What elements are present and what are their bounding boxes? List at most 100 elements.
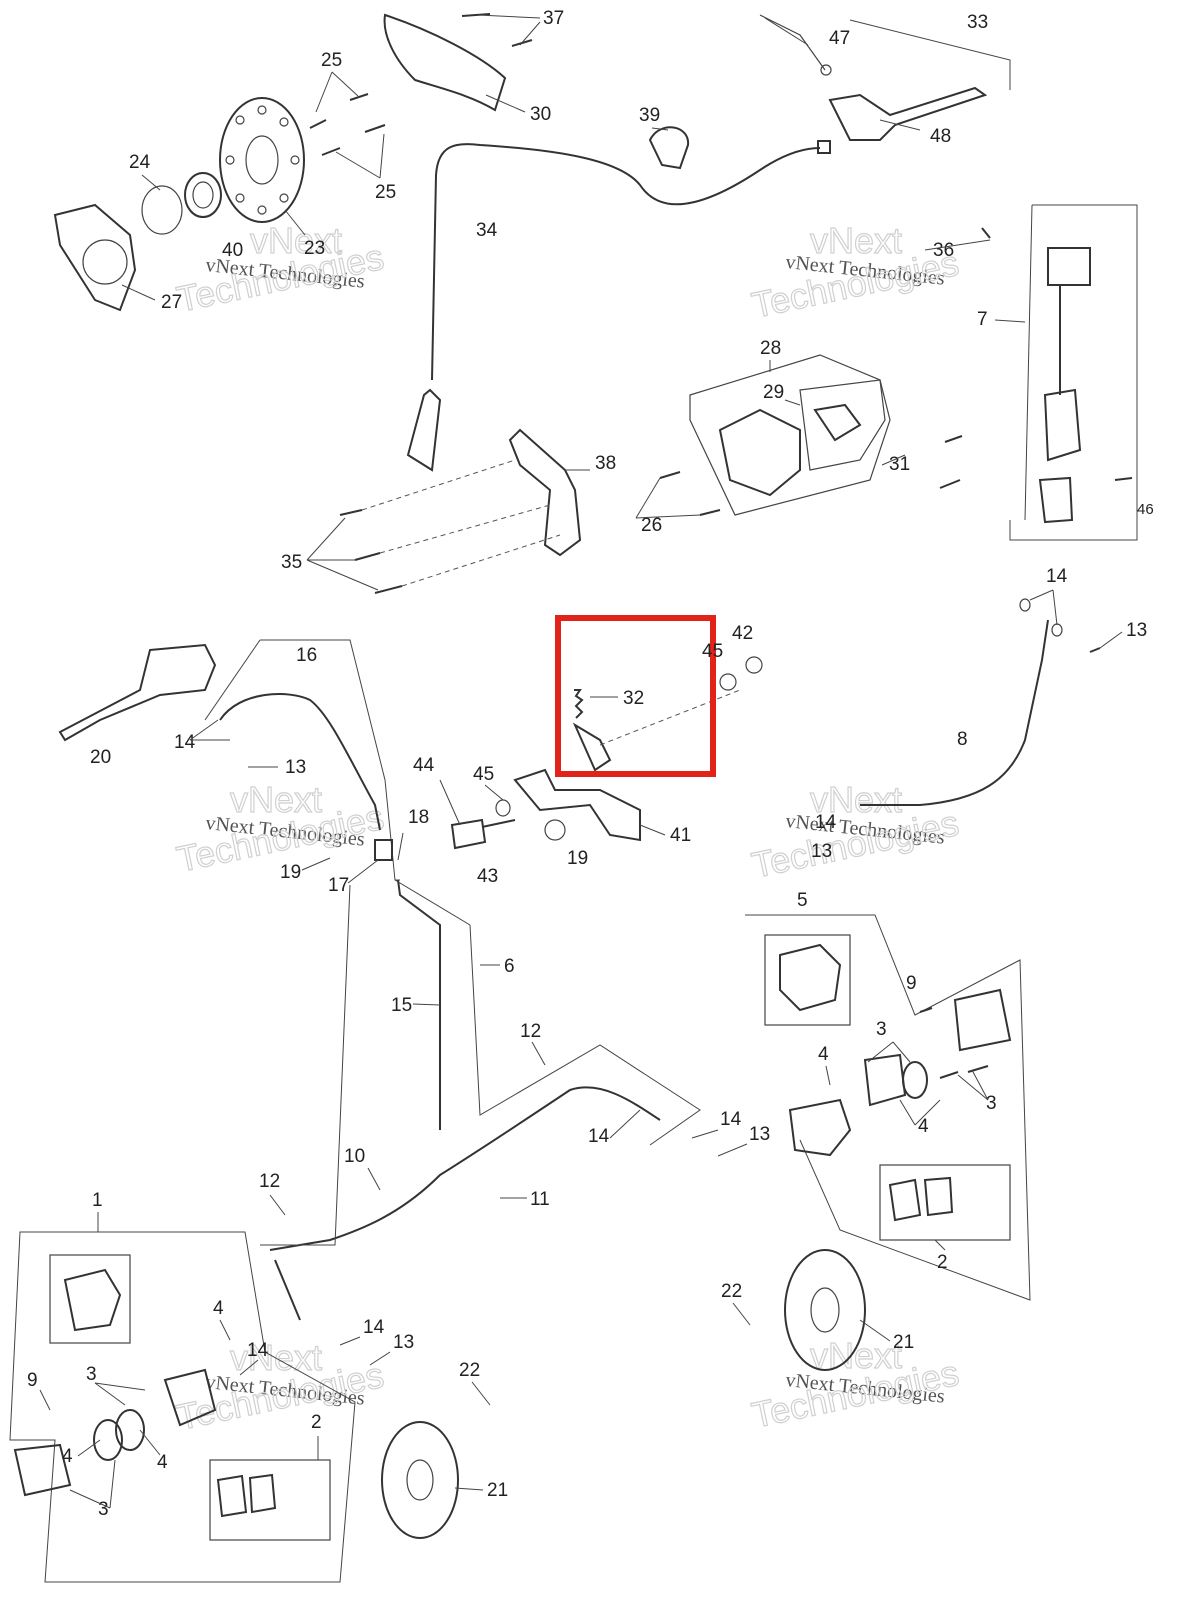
master-cylinder-group (981, 204, 1138, 541)
pin (967, 1065, 989, 1073)
disc-guard (383, 13, 507, 112)
piston (863, 1053, 907, 1107)
label-23: 23 (304, 238, 325, 259)
label-13: 13 (749, 1124, 770, 1145)
seal (115, 1409, 145, 1451)
label-40: 40 (222, 240, 243, 261)
label-48: 48 (930, 126, 951, 147)
label-12: 12 (259, 1171, 280, 1192)
label-25: 25 (321, 50, 342, 71)
label-4: 4 (213, 1298, 224, 1319)
label-38: 38 (595, 453, 616, 474)
rear-brake-carrier-group (53, 93, 386, 312)
label-44: 44 (413, 755, 435, 776)
pad-kit-inset (879, 1164, 1011, 1241)
pad-kit-box (799, 379, 886, 471)
front-disc-left (381, 1421, 459, 1539)
caliper-inset (49, 1254, 131, 1344)
caliper-outline-box (689, 354, 891, 516)
washer (719, 673, 737, 691)
label-13: 13 (393, 1332, 414, 1353)
label-3: 3 (98, 1499, 109, 1520)
bracket-bolt (354, 552, 381, 561)
seal (902, 1061, 928, 1099)
label-12: 12 (520, 1021, 541, 1042)
caliper-body (718, 408, 801, 497)
label-41: 41 (670, 825, 691, 846)
watermark-brand: vNext (230, 1337, 322, 1378)
label-35: 35 (281, 552, 302, 573)
front-disc-right-hub (810, 1287, 840, 1333)
clevis (1038, 476, 1074, 524)
washer (1019, 598, 1031, 612)
label-19: 19 (567, 848, 588, 869)
watermark-brand: vNext (250, 220, 342, 261)
bracket (13, 1443, 72, 1497)
bracket-bolt (374, 585, 403, 594)
caliper-inset (764, 934, 851, 1026)
label-32: 32 (623, 688, 644, 709)
banjo-bolt (1089, 647, 1101, 653)
label-29: 29 (763, 382, 784, 403)
brake-cable (431, 143, 821, 381)
rear-brake-hose (860, 619, 1049, 806)
clevis-pin (1114, 477, 1133, 481)
cable-clip (648, 126, 690, 170)
hose-fitting (374, 839, 393, 861)
label-4: 4 (918, 1116, 929, 1137)
caliper-bracket (53, 203, 137, 312)
label-4: 4 (818, 1044, 829, 1065)
label-22: 22 (459, 1360, 480, 1381)
label-28: 28 (760, 338, 781, 359)
label-27: 27 (161, 292, 182, 313)
front-disc-right (784, 1249, 866, 1371)
label-7: 7 (977, 309, 988, 330)
pad (888, 1178, 922, 1222)
caliper-inset-body (63, 1268, 122, 1332)
cable-end-loop (406, 388, 442, 472)
pad (216, 1474, 248, 1518)
hand-lever (828, 86, 988, 141)
disc-holes (225, 105, 300, 215)
caliper-body (163, 1368, 217, 1427)
label-17: 17 (328, 875, 349, 896)
label-16: 16 (296, 645, 317, 666)
brake-disc-hub (245, 135, 279, 185)
bracket-outline (260, 639, 400, 881)
mount-bolt (939, 479, 961, 489)
leader-lines (39, 14, 1123, 1509)
part-labels: 37 33 47 25 30 39 48 24 25 34 40 23 36 2… (27, 8, 1154, 1520)
label-45: 45 (702, 641, 723, 662)
caliper-inset-body (779, 943, 842, 1012)
brake-cable-group (406, 126, 831, 472)
label-13: 13 (811, 841, 832, 862)
label-14: 14 (363, 1317, 385, 1338)
pivot-bolt-shaft (481, 819, 516, 828)
label-42: 42 (732, 623, 753, 644)
label-9: 9 (27, 1370, 38, 1391)
caliper-body (788, 1098, 852, 1157)
front-left-caliper-group (9, 1231, 356, 1583)
watermark: vNext vNext Technologies Technologies vN… (173, 219, 963, 1438)
label-14: 14 (247, 1340, 269, 1361)
brake-line (397, 879, 441, 1130)
pedal-bracket-group (339, 428, 582, 594)
label-14: 14 (815, 812, 837, 833)
caliper-bolt (699, 509, 721, 516)
pin (939, 1071, 959, 1079)
label-15: 15 (391, 995, 412, 1016)
label-3: 3 (86, 1364, 97, 1385)
front-brake-lever (58, 643, 217, 742)
label-14: 14 (1046, 566, 1068, 587)
o-ring (141, 185, 183, 235)
nut (981, 227, 991, 239)
guard-screw (461, 13, 491, 17)
switch-wire (759, 14, 826, 71)
front-disc-left-hub (406, 1459, 434, 1501)
spring-mount (572, 722, 612, 772)
label-9: 9 (906, 973, 917, 994)
label-4: 4 (62, 1446, 73, 1467)
label-36: 36 (933, 240, 954, 261)
label-25: 25 (375, 182, 396, 203)
label-18: 18 (408, 807, 429, 828)
